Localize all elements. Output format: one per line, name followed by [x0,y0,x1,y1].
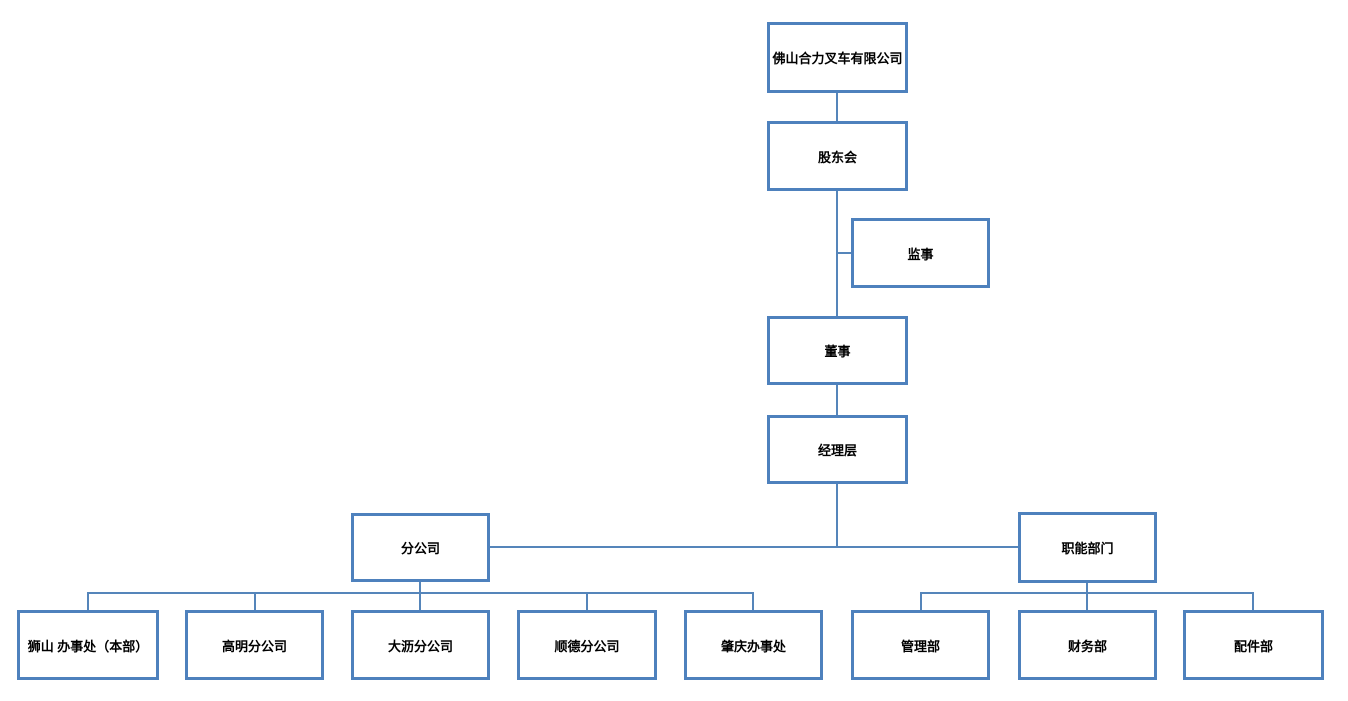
node-finance-dept-label: 财务部 [1067,638,1107,654]
connector-management-crossbar [490,546,1018,548]
node-shishan-office-label: 狮山 办事处（本部） [27,638,149,654]
connector-director-to-management [836,385,838,415]
node-dali-branch-label: 大沥分公司 [387,638,453,654]
node-zhaoqing-office: 肇庆办事处 [684,610,823,680]
node-management-label: 经理层 [817,443,857,458]
node-zhaoqing-office-label: 肇庆办事处 [720,638,786,654]
connector-management-stem [836,484,838,548]
node-parts-dept: 配件部 [1183,610,1324,680]
connector-functional-stem [1086,583,1088,594]
connector-drop-gaoming-branch [254,594,256,610]
node-shunde-branch: 顺德分公司 [517,610,657,680]
connector-branch-group-rail [87,592,754,594]
node-company-label: 佛山合力叉车有限公司 [772,51,903,66]
connector-drop-dali-branch [419,594,421,610]
node-director-label: 董事 [824,344,851,359]
node-director: 董事 [767,316,908,385]
node-supervisor: 监事 [851,218,990,288]
connector-drop-parts-dept [1252,594,1254,610]
connector-drop-management-dept [920,594,922,610]
connector-drop-zhaoqing-office [752,594,754,610]
connector-branch-to-supervisor [837,252,851,254]
connector-drop-shishan-office [87,594,89,610]
node-gaoming-branch-label: 高明分公司 [221,638,287,654]
node-functional-departments: 职能部门 [1018,512,1157,583]
node-management-dept-label: 管理部 [900,638,940,654]
node-shareholders-label: 股东会 [817,149,857,165]
node-management: 经理层 [767,415,908,484]
connector-company-to-shareholders [836,93,838,121]
node-branch-companies: 分公司 [351,513,490,582]
node-dali-branch: 大沥分公司 [351,610,490,680]
connector-functional-group-rail [920,592,1254,594]
node-shareholders: 股东会 [767,121,908,191]
node-company: 佛山合力叉车有限公司 [767,22,908,93]
node-gaoming-branch: 高明分公司 [185,610,324,680]
node-branch-companies-label: 分公司 [400,541,440,556]
node-parts-dept-label: 配件部 [1233,638,1273,654]
connector-drop-shunde-branch [586,594,588,610]
node-supervisor-label: 监事 [907,246,934,262]
connector-drop-finance-dept [1086,594,1088,610]
node-functional-departments-label: 职能部门 [1061,541,1114,556]
node-shunde-branch-label: 顺德分公司 [554,638,620,654]
node-finance-dept: 财务部 [1018,610,1157,680]
node-management-dept: 管理部 [851,610,990,680]
node-shishan-office: 狮山 办事处（本部） [17,610,159,680]
connector-branch-companies-stem [419,582,421,594]
